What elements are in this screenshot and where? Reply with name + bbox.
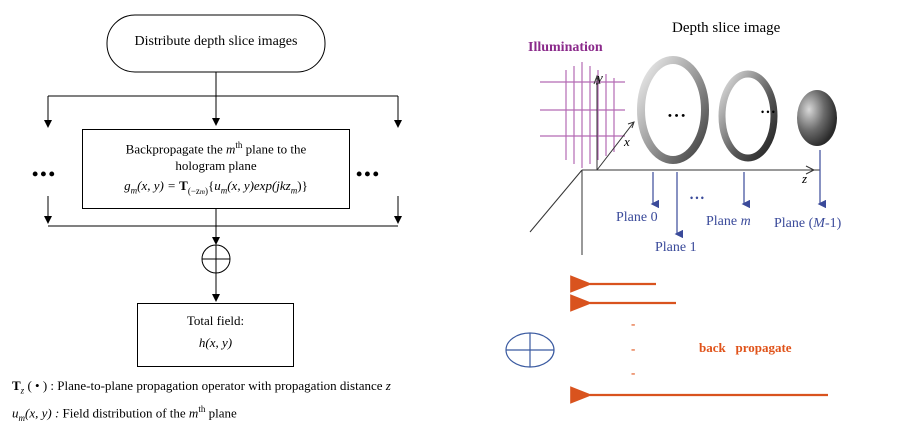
legend-u-end: plane xyxy=(208,405,237,421)
vertical-dot-1: - xyxy=(631,316,636,331)
result-line-1: Total field: xyxy=(186,313,245,328)
plane-last-var: M xyxy=(813,216,825,231)
legend-u-desc: Field distribution of the xyxy=(62,405,186,421)
result-line-2: h(x, y) xyxy=(198,335,233,350)
step-th: th xyxy=(235,140,243,150)
backpropagate-step-box: Backpropagate the mth plane to the holog… xyxy=(82,129,350,209)
total-field-box: Total field: h(x, y) xyxy=(137,303,294,367)
back-propagate-label: back propagate xyxy=(699,340,792,355)
dots-between-planes: • • • xyxy=(690,193,704,203)
eq-jkz-sub: m xyxy=(290,185,298,196)
flowchart-connectors xyxy=(44,14,402,302)
plane-m-label: Plane m xyxy=(706,214,751,230)
eq-T-sub-m: m xyxy=(199,187,205,196)
dots-after-ring: • • • xyxy=(761,107,775,117)
sum-symbol-blue xyxy=(505,332,555,368)
axis-x-label: x xyxy=(624,134,630,149)
eq-T-sub: (−z xyxy=(187,185,200,196)
illumination-label: Illumination xyxy=(528,40,603,55)
start-label: Distribute depth slice images xyxy=(134,34,298,49)
depth-slice-illustration xyxy=(505,56,837,404)
eq-close: )} xyxy=(297,178,308,194)
legend-field: um(x, y) : Field distribution of the mth… xyxy=(12,404,237,423)
step-m: m xyxy=(226,141,236,157)
step-text-b: plane to the xyxy=(245,141,307,157)
legend-T-z: z xyxy=(385,378,391,393)
axis-y-label: y xyxy=(597,70,603,85)
start-terminator xyxy=(106,14,326,73)
vertical-dot-3: - xyxy=(631,365,636,380)
legend-u-m: m xyxy=(188,405,199,421)
plane-1-label: Plane 1 xyxy=(655,240,697,255)
side-dots-right: ••• xyxy=(356,164,381,184)
legend-T-desc: Plane-to-plane propagation operator with… xyxy=(57,378,383,393)
eq-g: g xyxy=(124,178,131,194)
eq-u: u xyxy=(214,178,221,194)
illumination-rays xyxy=(540,62,625,168)
legend-u-args: (x, y) : xyxy=(25,405,60,421)
legend-T: T xyxy=(12,378,21,393)
eq-jkz: jkz xyxy=(276,178,291,194)
axis-z-label: z xyxy=(802,171,808,186)
legend-u: u xyxy=(12,405,19,421)
eq-T-sub-end: ) xyxy=(204,185,208,196)
plane-0-label: Plane 0 xyxy=(616,210,658,225)
step-line-2: hologram plane xyxy=(175,158,257,174)
plane-last-text: Plane ( xyxy=(774,216,814,231)
eq-brace: { xyxy=(207,178,215,194)
step-text-a: Backpropagate the xyxy=(125,141,223,157)
dots-between-rings: • • • xyxy=(668,110,686,122)
vertical-dot-2: - xyxy=(631,341,636,356)
legend-T-args: ( • ) : xyxy=(27,378,55,393)
plane-last-label: Plane (M-1) xyxy=(774,216,841,232)
eq-u-sub: m xyxy=(220,185,228,196)
illustration-title: Depth slice image xyxy=(672,20,781,36)
side-dots-left: ••• xyxy=(32,164,57,184)
step-equation: gm(x, y) = T(−zm){um(x, y)exp(jkzm)} xyxy=(83,178,349,196)
axes xyxy=(529,74,820,255)
legend-u-sub: m xyxy=(18,412,26,423)
legend-u-th: th xyxy=(198,404,206,414)
eq-g-sub: m xyxy=(130,185,138,196)
plane-last-end: -1) xyxy=(824,216,842,231)
eq-rhs: (x, y)exp( xyxy=(227,178,277,194)
plane-m-text: Plane xyxy=(706,214,738,229)
legend-T-sub: z xyxy=(20,385,25,396)
step-line-1: Backpropagate the mth plane to the xyxy=(83,136,349,158)
eq-args: (x, y) = xyxy=(137,178,176,194)
legend-operator: Tz ( • ) : Plane-to-plane propagation op… xyxy=(12,378,391,396)
eq-T: T xyxy=(179,178,188,194)
plane-m-var: m xyxy=(740,214,751,229)
